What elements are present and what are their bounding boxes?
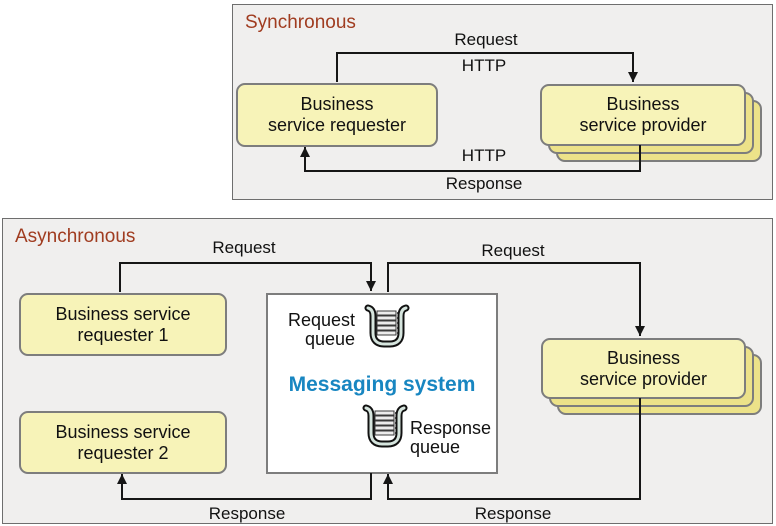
node-business-service-provider-stack: Business service provider <box>540 84 762 162</box>
async-request-to-provider-label: Request <box>481 241 545 260</box>
response-queue-label-line1: Response <box>410 418 492 438</box>
panel-synchronous: Synchronous Business service requester B… <box>232 4 773 200</box>
node-business-service-requester: Business service requester <box>236 83 438 147</box>
request-queue-label-line1: Request <box>287 310 355 330</box>
node-business-service-provider-stack: Business service provider <box>541 338 762 415</box>
node-business-service-provider: Business service provider <box>541 338 746 399</box>
async-response-to-requester-label: Response <box>208 504 286 523</box>
sync-request-protocol: HTTP <box>461 56 507 75</box>
sync-response-label: Response <box>445 174 523 193</box>
response-queue-label-line2: queue <box>410 437 461 457</box>
node-label-line2: requester 1 <box>77 324 169 345</box>
request-queue-label: Request queue <box>288 311 355 349</box>
node-label-line1: Business service <box>55 303 191 324</box>
sync-request-label: Request <box>454 30 518 49</box>
node-label-line2: service provider <box>579 115 707 135</box>
panel-synchronous-title: Synchronous <box>245 12 356 33</box>
node-business-service-requester-2: Business service requester 2 <box>19 411 227 474</box>
node-label-line1: Business <box>606 94 680 114</box>
response-queue-icon <box>362 404 408 448</box>
panel-asynchronous-title: Asynchronous <box>15 226 136 247</box>
node-business-service-requester-1: Business service requester 1 <box>19 293 227 356</box>
node-label-line1: Business <box>606 347 681 368</box>
messaging-system-box: Request queue Messaging system <box>266 293 498 474</box>
panel-asynchronous: Asynchronous Business service requester … <box>2 218 773 524</box>
response-queue-label: Response queue <box>410 419 491 457</box>
node-label-line2: requester 2 <box>77 442 169 463</box>
node-label-line1: Business service <box>55 421 191 442</box>
async-response-to-queue-label: Response <box>474 504 552 523</box>
sync-response-protocol: HTTP <box>461 146 507 165</box>
node-business-service-provider: Business service provider <box>540 84 746 146</box>
request-queue-icon <box>364 304 410 348</box>
messaging-system-title: Messaging system <box>288 373 476 396</box>
async-request-to-queue-label: Request <box>212 238 276 257</box>
request-queue-label-line2: queue <box>304 329 355 349</box>
node-label-line1: Business <box>300 94 374 114</box>
node-label-line2: service requester <box>267 115 407 135</box>
node-label-line2: service provider <box>579 368 708 389</box>
